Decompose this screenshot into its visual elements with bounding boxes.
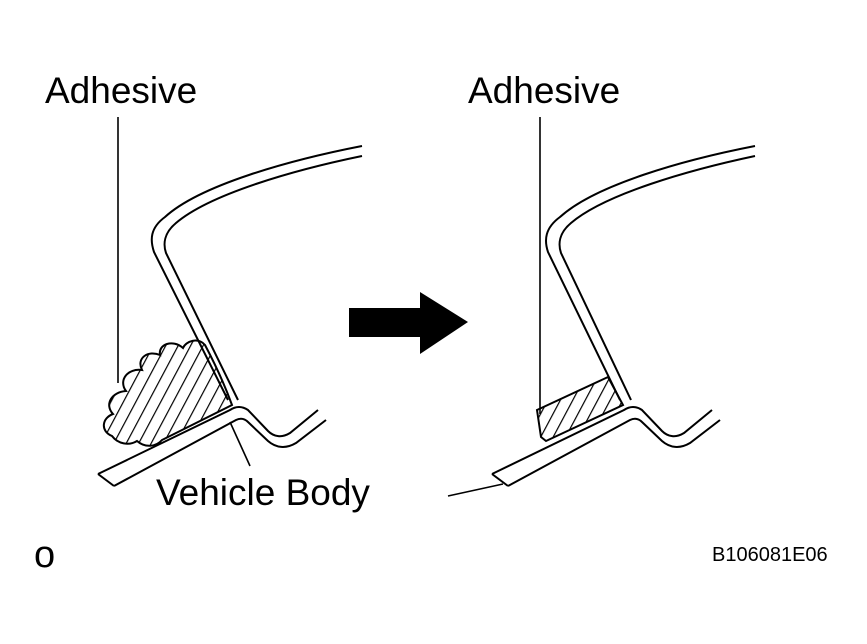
leader-line-vehicle-body	[229, 421, 251, 467]
arrow-right-icon	[349, 292, 468, 354]
vehicle-body-flange-before	[97, 406, 327, 487]
vehicle-body-label: Vehicle Body	[156, 472, 370, 513]
adhesive-layer-after	[535, 375, 625, 443]
adhesive-label-right: Adhesive	[468, 70, 621, 111]
adhesive-label-left: Adhesive	[45, 70, 198, 111]
vehicle-body-flange-after	[491, 406, 721, 487]
leader-line-vehicle-body-right	[447, 483, 504, 497]
window-glass-after	[545, 145, 756, 401]
step-marker-label: o	[34, 534, 56, 576]
figure-code-label: B106081E06	[712, 544, 828, 566]
window-glass-before	[150, 145, 363, 401]
